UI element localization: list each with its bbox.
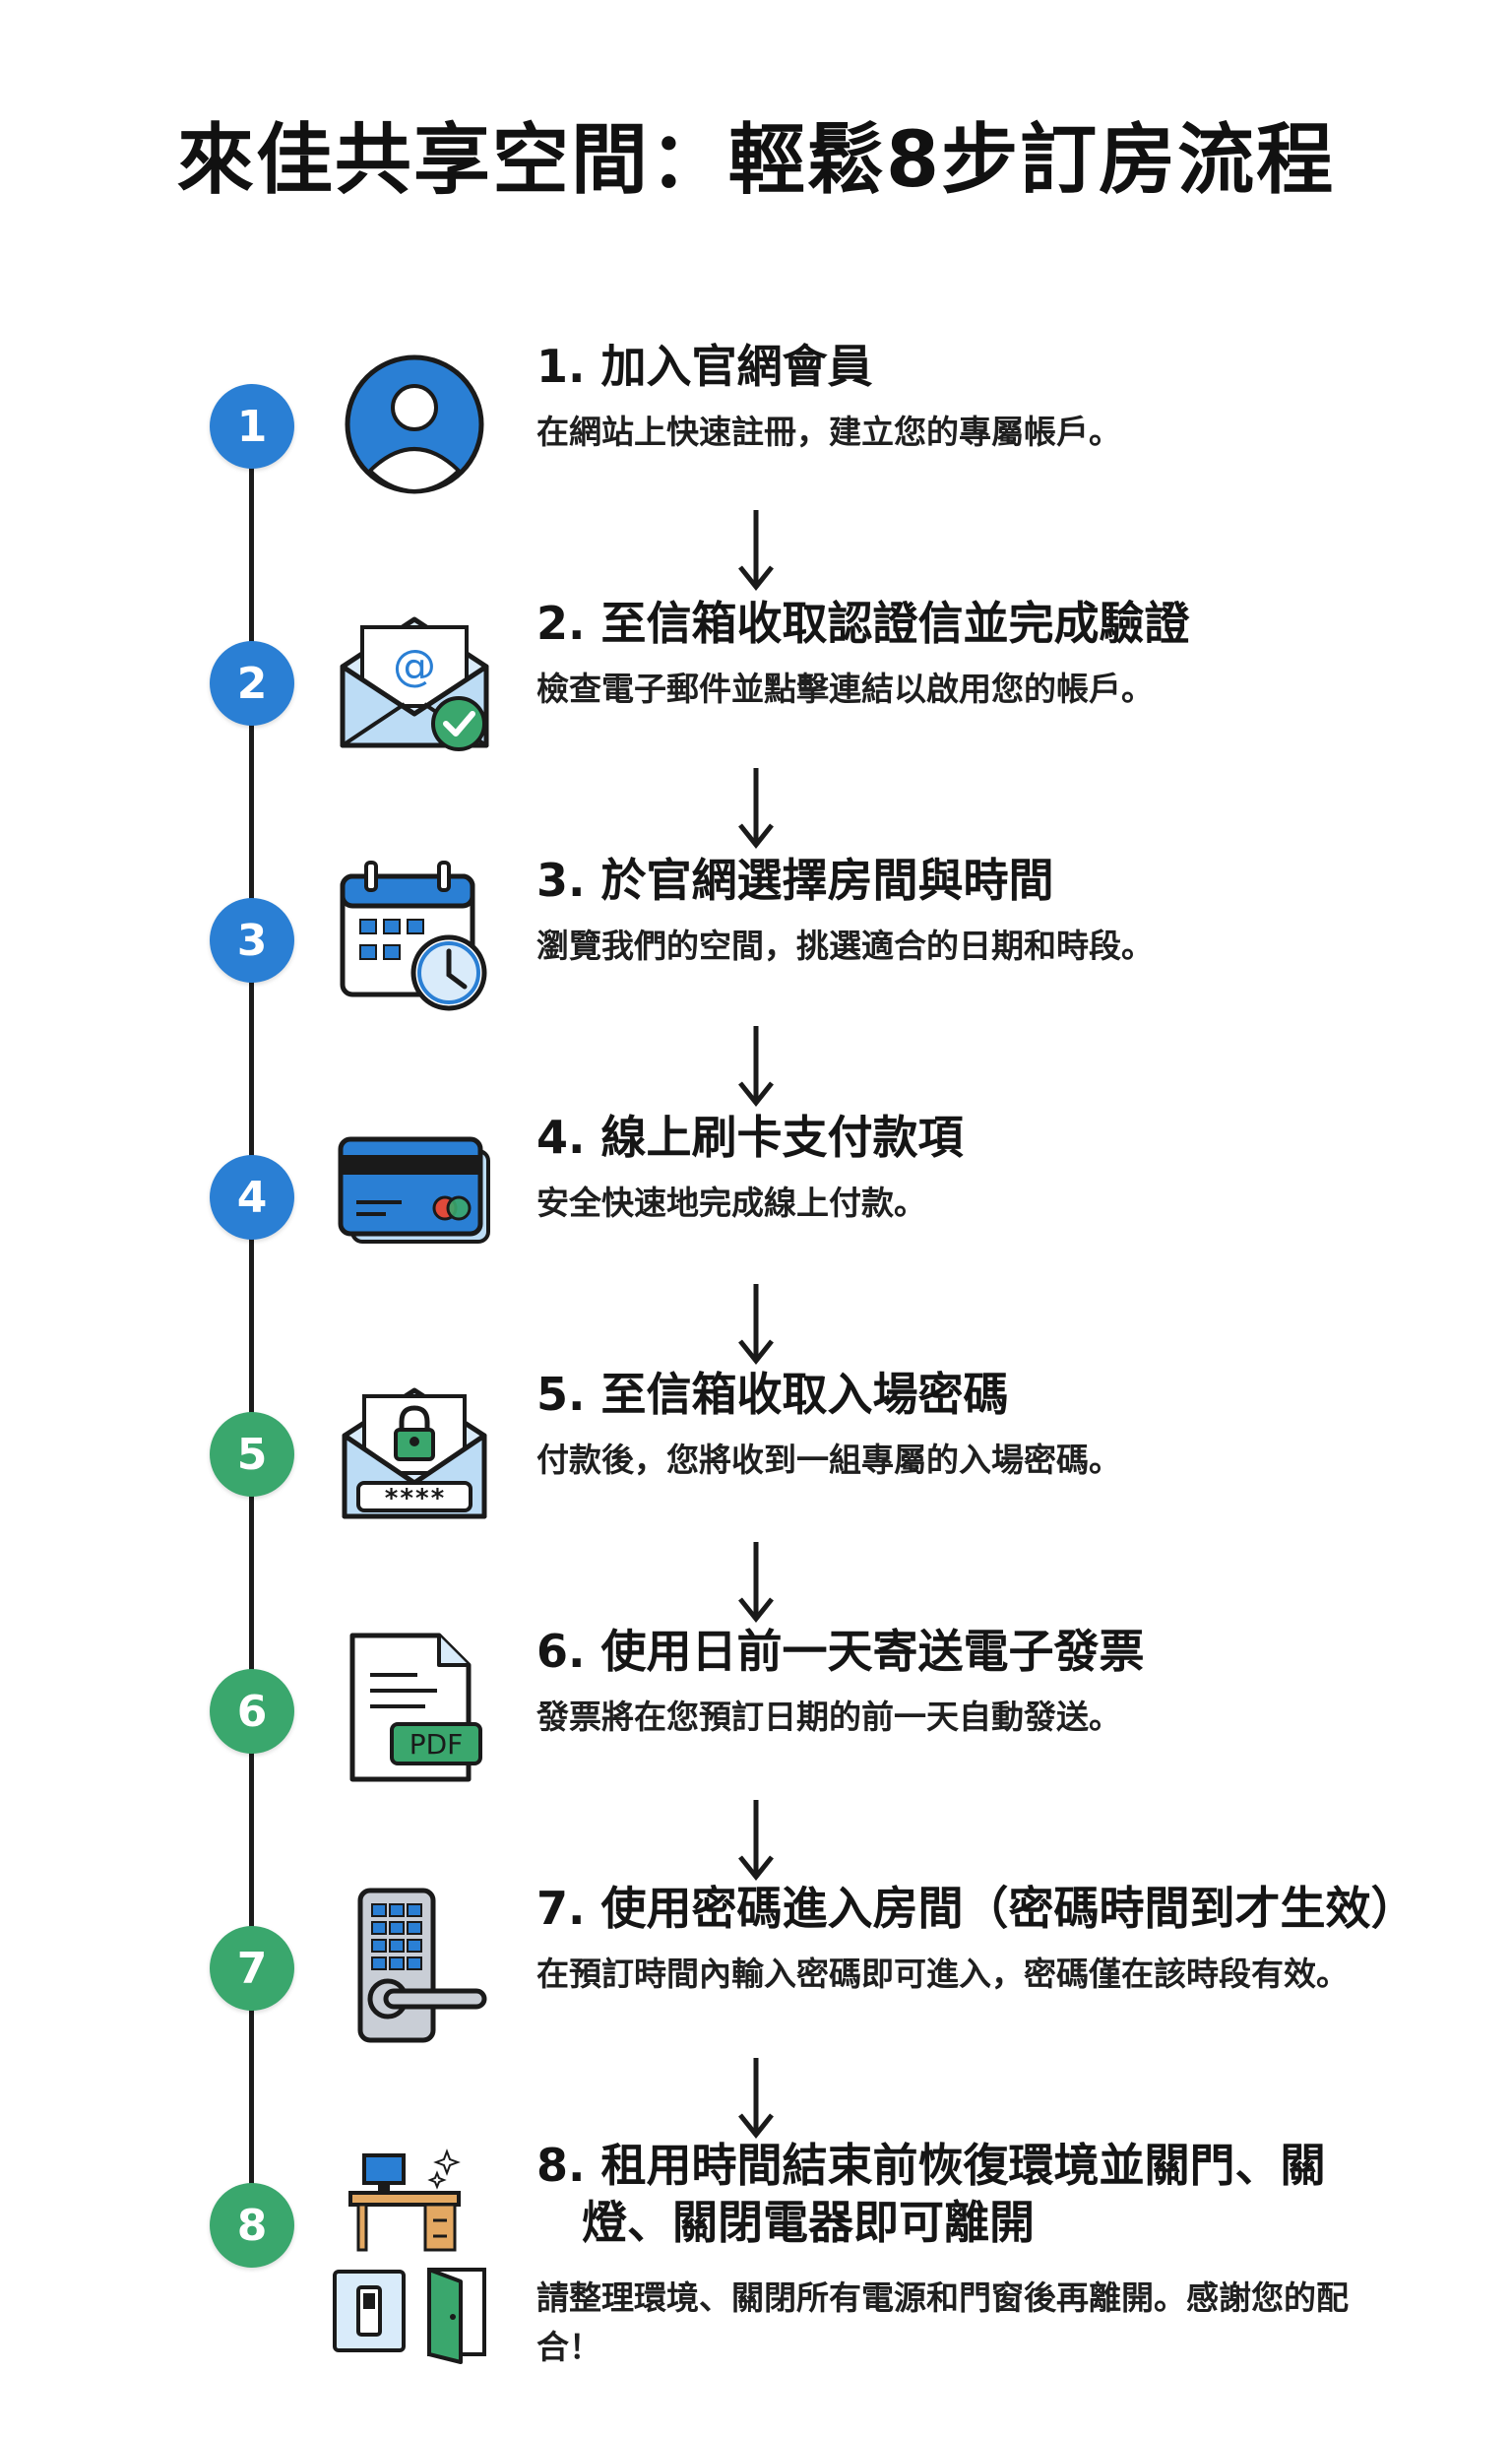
- step-7: 7 7. 使用密碼進入房間（密碼時間到才生效） 在預訂時間內輸入密碼即可進入，密…: [0, 1882, 1512, 2123]
- step-number-badge: 2: [210, 641, 294, 726]
- step-5: 5 **** 5. 至信箱收取入場密碼 付款後，您將收到一組專屬的入場密碼。: [0, 1368, 1512, 1609]
- step-1: 1 1. 加入官網會員 在網站上快速註冊，建立您的專屬帳戶。: [0, 340, 1512, 581]
- step-3: 3 3. 於官網選擇房間與時間 瀏覽我們的空間，挑選適合的日期和時段。: [0, 854, 1512, 1095]
- step-4: 4 4. 線上刷卡支付款項 安全快速地完成線上付款。: [0, 1111, 1512, 1352]
- step-description: 在預訂時間內輸入密碼即可進入，密碼僅在該時段有效。: [536, 1955, 1349, 1993]
- step-description: 付款後，您將收到一組專屬的入場密碼。: [536, 1441, 1121, 1479]
- calendar-clock-icon: [331, 855, 498, 1022]
- keypad-door-lock-icon: [331, 1883, 498, 2050]
- step-number-badge: 7: [210, 1926, 294, 2011]
- tidy-desk-switch-door-icon: [331, 2144, 498, 2370]
- step-number-badge: 3: [210, 898, 294, 983]
- step-description: 檢查電子郵件並點擊連結以啟用您的帳戶。: [536, 670, 1154, 708]
- step-description: 請整理環境、關閉所有電源和門窗後再離開。感謝您的配合！: [536, 2278, 1349, 2366]
- email-verification-icon: @: [331, 598, 498, 765]
- down-arrow-icon: [734, 2052, 778, 2141]
- user-profile-icon: [331, 341, 498, 508]
- step-description: 瀏覽我們的空間，挑選適合的日期和時段。: [536, 927, 1154, 965]
- step-title: 4. 線上刷卡支付款項: [536, 1111, 964, 1164]
- password-mask-text: ****: [384, 1484, 446, 1513]
- step-title: 8. 租用時間結束前恢復環境並關門、關 燈、關閉電器即可離開: [536, 2139, 1326, 2249]
- step-title: 2. 至信箱收取認證信並完成驗證: [536, 597, 1190, 650]
- step-number-badge: 4: [210, 1155, 294, 1240]
- step-number-badge: 5: [210, 1412, 294, 1497]
- pdf-label-text: PDF: [410, 1728, 464, 1761]
- timeline-line: [249, 425, 254, 2225]
- step-title: 5. 至信箱收取入場密碼: [536, 1368, 1009, 1421]
- page-title: 來佳共享空間：輕鬆8步訂房流程: [176, 116, 1336, 205]
- down-arrow-icon: [734, 1020, 778, 1109]
- down-arrow-icon: [734, 1536, 778, 1625]
- down-arrow-icon: [734, 1794, 778, 1883]
- step-title: 7. 使用密碼進入房間（密碼時間到才生效）: [536, 1882, 1417, 1935]
- step-8: 8 8. 租用時間結束前恢復環境並關門、關 燈、關閉電器即可離開 請整理環境、關…: [0, 2139, 1512, 2419]
- step-title: 3. 於官網選擇房間與時間: [536, 854, 1054, 907]
- down-arrow-icon: [734, 762, 778, 851]
- down-arrow-icon: [734, 504, 778, 593]
- step-description: 發票將在您預訂日期的前一天自動發送。: [536, 1698, 1121, 1736]
- step-number-badge: 6: [210, 1669, 294, 1754]
- step-number-badge: 1: [210, 384, 294, 469]
- step-title: 1. 加入官網會員: [536, 340, 873, 393]
- step-6: 6 PDF 6. 使用日前一天寄送電子發票 發票將在您預訂日期的前一天自動發送。: [0, 1625, 1512, 1866]
- credit-card-icon: [331, 1112, 498, 1279]
- down-arrow-icon: [734, 1278, 778, 1367]
- email-password-icon: ****: [331, 1369, 498, 1536]
- step-description: 在網站上快速註冊，建立您的專屬帳戶。: [536, 413, 1121, 451]
- step-number-badge: 8: [210, 2183, 294, 2268]
- pdf-invoice-icon: PDF: [331, 1626, 498, 1793]
- step-description: 安全快速地完成線上付款。: [536, 1184, 926, 1222]
- step-2: 2 @ 2. 至信箱收取認證信並完成驗證 檢查電子郵件並點擊連結以啟用您的帳戶。: [0, 597, 1512, 838]
- at-sign-glyph: @: [393, 641, 436, 691]
- step-title: 6. 使用日前一天寄送電子發票: [536, 1625, 1145, 1678]
